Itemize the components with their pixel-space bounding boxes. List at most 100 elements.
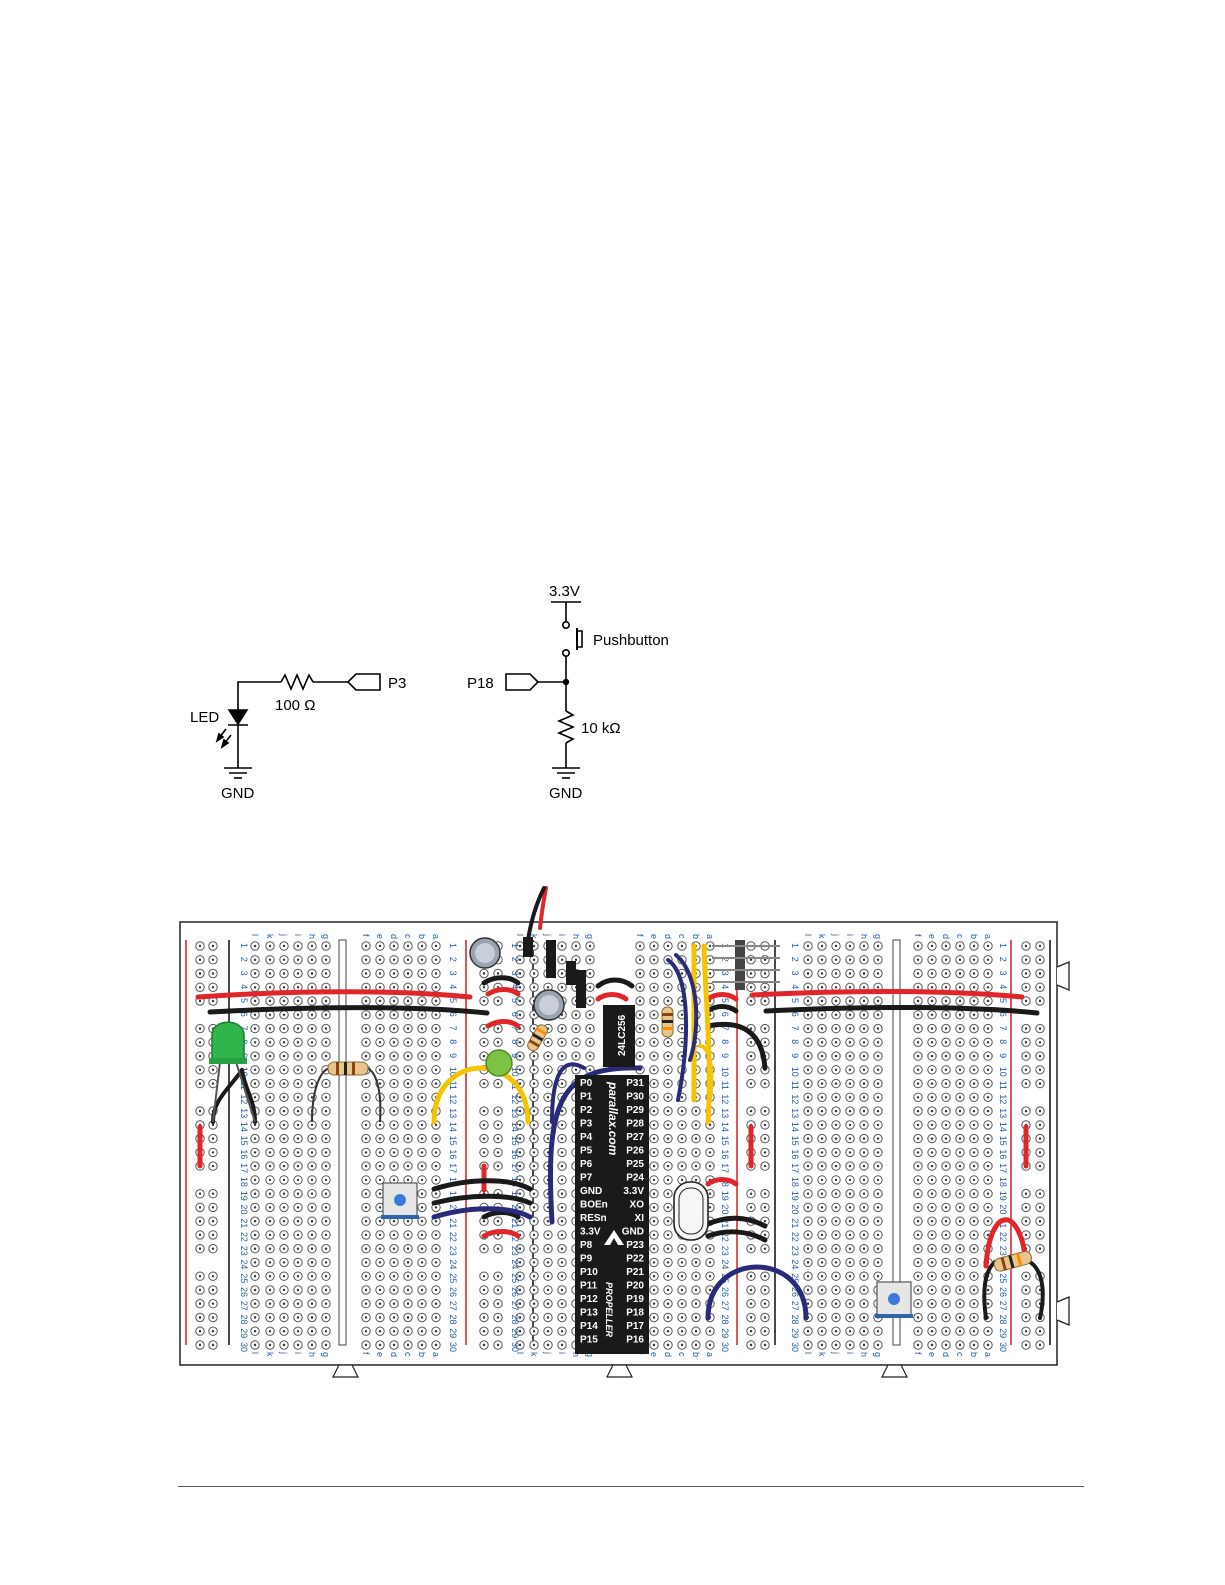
breadboard-hole-center xyxy=(560,1041,564,1044)
breadboard-hole-center xyxy=(763,1206,767,1209)
row-number: 29 xyxy=(239,1328,249,1338)
breadboard-hole-center xyxy=(560,1206,564,1209)
breadboard-hole-center xyxy=(972,1068,976,1072)
row-number: 6 xyxy=(998,1012,1008,1017)
breadboard-hole-center xyxy=(986,1288,990,1292)
row-letter: h xyxy=(859,934,869,939)
breadboard-hole-center xyxy=(518,1096,522,1099)
breadboard-hole-center xyxy=(1038,1123,1042,1127)
breadboard-hole-center xyxy=(916,1041,920,1044)
breadboard-hole-center xyxy=(560,1054,564,1058)
row-number: 15 xyxy=(790,1136,800,1146)
breadboard-hole-center xyxy=(482,986,486,989)
row-number: 23 xyxy=(998,1246,1008,1256)
row-number: 22 xyxy=(998,1232,1008,1242)
breadboard-hole-center xyxy=(958,1330,962,1333)
breadboard-hole-center xyxy=(588,1041,592,1044)
breadboard-hole-center xyxy=(434,1027,438,1030)
row-letter: a xyxy=(983,1352,993,1357)
breadboard-hole-center xyxy=(652,1206,656,1209)
breadboard-hole-center xyxy=(420,1330,424,1333)
row-number: 24 xyxy=(448,1259,458,1269)
breadboard-hole-center xyxy=(378,972,382,975)
breadboard-hole-center xyxy=(862,972,866,975)
breadboard-hole-center xyxy=(916,1178,920,1182)
breadboard-hole-center xyxy=(876,1233,880,1237)
breadboard-hole-center xyxy=(848,1109,852,1113)
row-letter: k xyxy=(817,1352,827,1357)
row-number: 20 xyxy=(239,1204,249,1214)
breadboard-hole-center xyxy=(282,944,286,948)
propeller-pin-left: P9 xyxy=(580,1254,593,1265)
row-letter: h xyxy=(307,934,317,939)
breadboard-hole-center xyxy=(834,1316,838,1319)
row-number: 15 xyxy=(239,1136,249,1146)
breadboard-hole-center xyxy=(324,972,328,975)
breadboard-hole-center xyxy=(296,1220,300,1223)
breadboard-hole-center xyxy=(958,958,962,961)
breadboard-hole-center xyxy=(392,1261,396,1264)
breadboard-hole-center xyxy=(310,1233,314,1237)
breadboard-hole-center xyxy=(282,1082,286,1085)
breadboard-hole-center xyxy=(310,1068,314,1072)
breadboard-hole-center xyxy=(560,1343,564,1347)
breadboard-hole-center xyxy=(930,1178,934,1182)
breadboard-hole-center xyxy=(392,1343,396,1347)
breadboard-hole-center xyxy=(834,1220,838,1223)
breadboard-hole-center xyxy=(253,1164,257,1168)
breadboard-hole-center xyxy=(652,1123,656,1127)
breadboard-hole-center xyxy=(652,1041,656,1044)
breadboard-hole-center xyxy=(532,1288,536,1292)
breadboard-hole-center xyxy=(310,1261,314,1264)
breadboard-hole-center xyxy=(652,1082,656,1085)
breadboard-hole-center xyxy=(834,1027,838,1030)
breadboard-hole-center xyxy=(680,1109,684,1113)
breadboard-hole-center xyxy=(392,1164,396,1168)
breadboard-hole-center xyxy=(546,1261,550,1264)
pushbutton-right[interactable] xyxy=(875,1281,913,1318)
pushbutton-left[interactable] xyxy=(381,1182,419,1219)
breadboard-hole-center xyxy=(496,1151,500,1154)
breadboard-hole-center xyxy=(324,958,328,961)
breadboard-hole-center xyxy=(806,1164,810,1168)
breadboard-hole-center xyxy=(972,1330,976,1333)
breadboard-hole-center xyxy=(666,1330,670,1333)
breadboard-hole-center xyxy=(532,972,536,975)
breadboard-hole-center xyxy=(944,1109,948,1113)
breadboard-hole-center xyxy=(574,1027,578,1030)
row-letter: c xyxy=(403,934,413,939)
wire-black-4 xyxy=(705,1021,768,1071)
breadboard-hole-center xyxy=(749,1343,753,1347)
row-number: 28 xyxy=(790,1315,800,1325)
breadboard-hole-center xyxy=(378,958,382,961)
breadboard-hole-center xyxy=(406,1068,410,1072)
row-number: 19 xyxy=(448,1191,458,1201)
breadboard-hole-center xyxy=(862,1275,866,1278)
breadboard-hole-center xyxy=(666,1082,670,1085)
breadboard-hole-center xyxy=(310,1247,314,1250)
breadboard-hole-center xyxy=(876,944,880,948)
row-number: 4 xyxy=(720,984,730,989)
row-number: 8 xyxy=(790,1039,800,1044)
breadboard-hole-center xyxy=(1024,1068,1028,1072)
breadboard-hole-center xyxy=(560,1220,564,1223)
propeller-pin-left: P2 xyxy=(580,1105,593,1116)
breadboard-hole-center xyxy=(588,1068,592,1072)
breadboard-hole-center xyxy=(198,972,202,975)
breadboard-hole-center xyxy=(532,944,536,948)
breadboard-hole-center xyxy=(763,1316,767,1319)
breadboard-hole-center xyxy=(420,999,424,1003)
breadboard-hole-center xyxy=(406,1137,410,1140)
breadboard-hole-center xyxy=(708,1247,712,1250)
breadboard-hole-center xyxy=(282,1178,286,1182)
breadboard-hole-center xyxy=(862,1151,866,1154)
row-letter: i xyxy=(293,1352,303,1354)
breadboard-hole-center xyxy=(364,986,368,989)
breadboard-hole-center xyxy=(862,1054,866,1058)
breadboard-hole-center xyxy=(806,1151,810,1154)
breadboard-hole-center xyxy=(434,1247,438,1250)
breadboard-hole-center xyxy=(834,1247,838,1250)
row-letter: h xyxy=(859,1352,869,1357)
breadboard-hole-center xyxy=(763,1192,767,1195)
row-number: 16 xyxy=(790,1149,800,1159)
